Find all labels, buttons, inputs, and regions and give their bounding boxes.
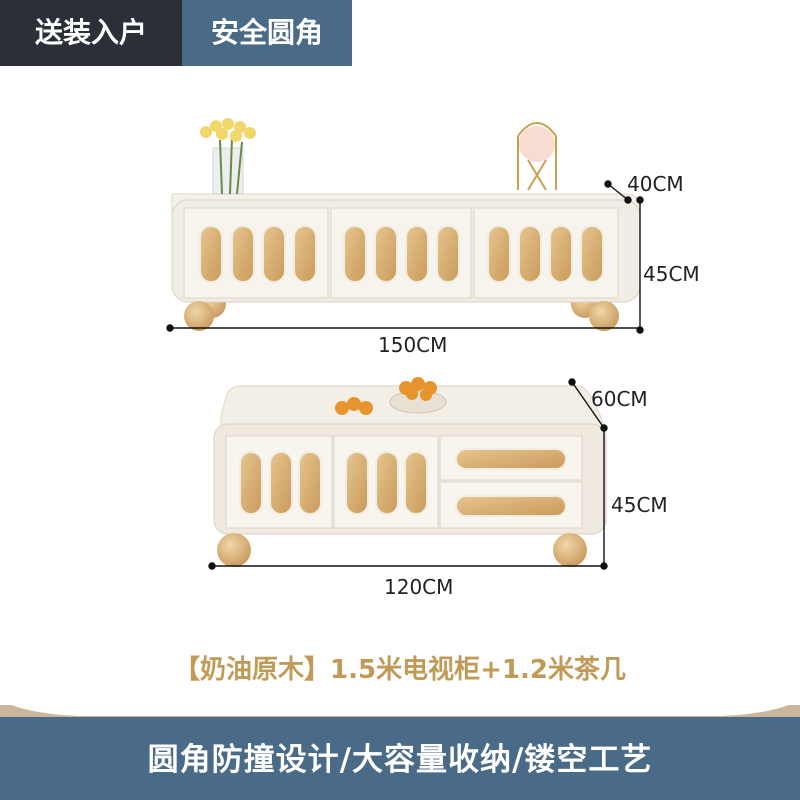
coffee-table-image bbox=[213, 377, 607, 567]
table-height-label: 45CM bbox=[611, 493, 668, 517]
rounded-corner-badge: 安全圆角 bbox=[182, 0, 352, 66]
table-dimension-lines bbox=[208, 378, 608, 570]
tv-cabinet-image bbox=[171, 118, 641, 331]
tv-depth-label: 40CM bbox=[627, 172, 684, 196]
footer-band bbox=[0, 705, 800, 800]
tv-dimension-lines bbox=[166, 180, 644, 334]
delivery-install-badge: 送装入户 bbox=[0, 0, 182, 66]
tv-width-label: 150CM bbox=[378, 333, 448, 357]
table-depth-label: 60CM bbox=[591, 387, 648, 411]
feature-tagline: 圆角防撞设计/大容量收纳/镂空工艺 bbox=[147, 742, 653, 778]
table-width-label: 120CM bbox=[384, 575, 454, 599]
content-panel bbox=[0, 0, 800, 716]
tv-height-label: 45CM bbox=[643, 262, 700, 286]
product-title: 【奶油原木】1.5米电视柜+1.2米茶几 bbox=[174, 655, 626, 685]
